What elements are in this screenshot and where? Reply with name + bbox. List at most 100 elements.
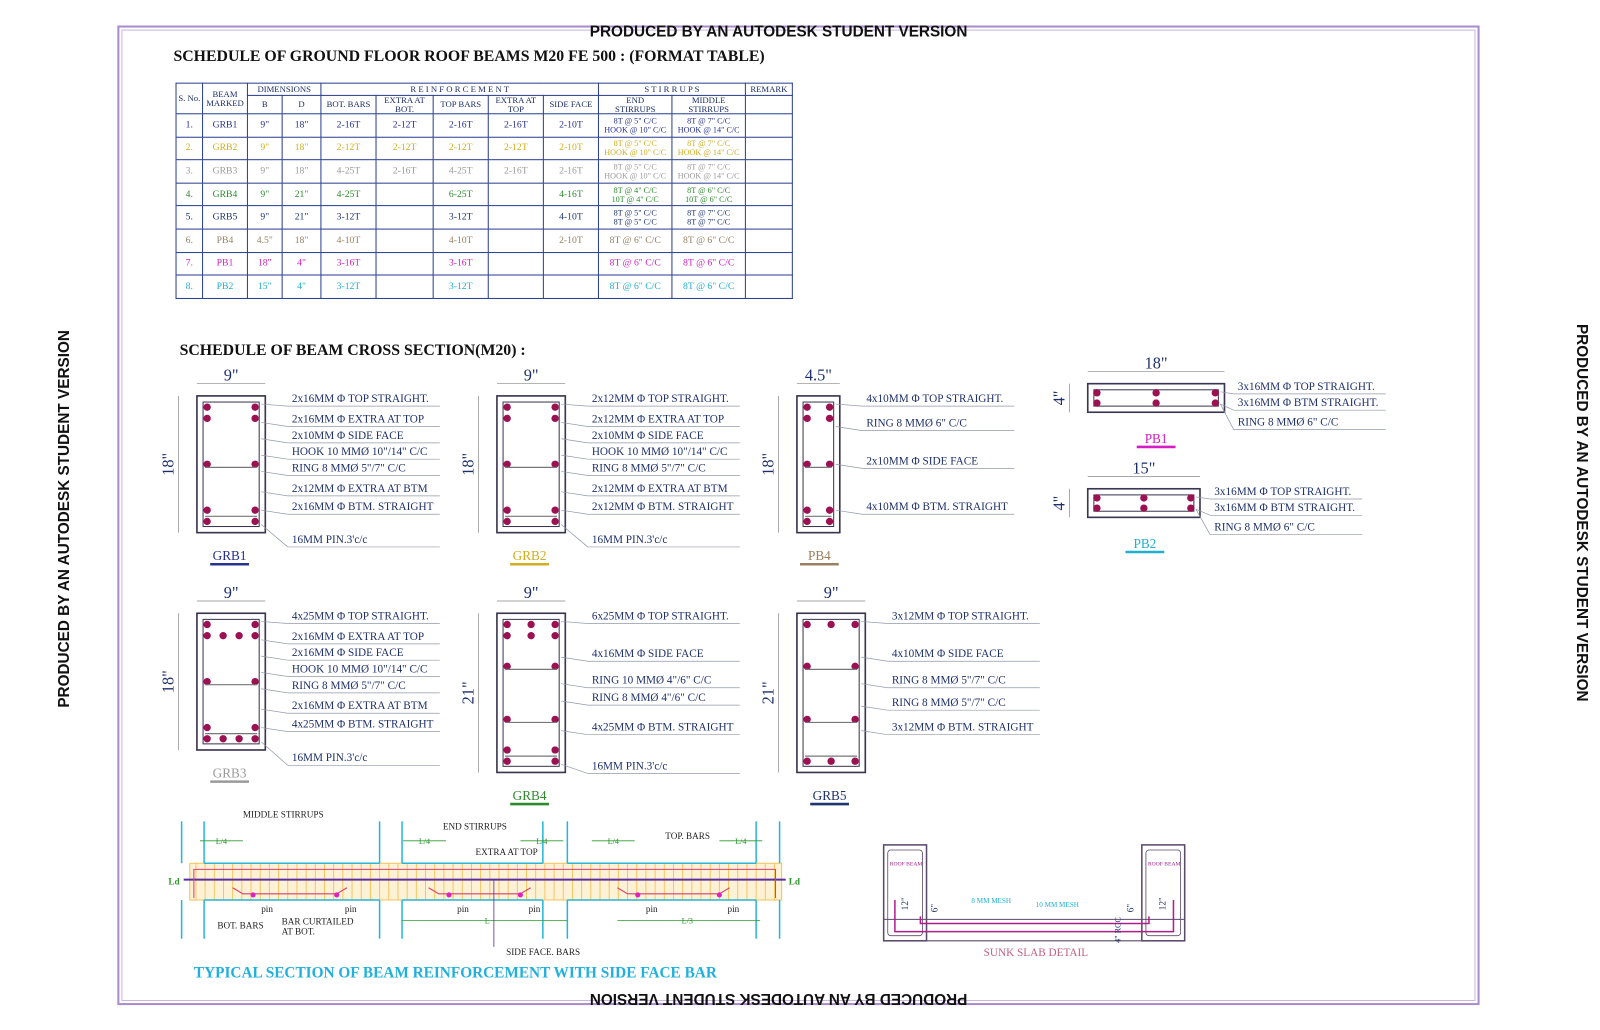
callout-label: 2x12MM Φ EXTRA AT BTM (592, 483, 728, 495)
callout-label: 16MM PIN.3'c/c (292, 752, 368, 764)
callout-label: RING 8 MMØ 5"/7" C/C (892, 697, 1006, 709)
callout-leader (560, 524, 588, 548)
callout-leader (861, 730, 888, 736)
callout-label: 3x16MM Φ BTM STRAIGHT. (1238, 397, 1379, 409)
callout-leader (260, 741, 288, 766)
callout-label: 3x16MM Φ TOP STRAIGHT. (1238, 381, 1375, 393)
rebar-dot (825, 414, 834, 423)
table-cell: GRB1 (202, 113, 248, 138)
sheet-border (117, 25, 1480, 1006)
callout-leader (261, 708, 288, 714)
callout-label: 2x12MM Φ EXTRA AT BTM (292, 483, 428, 495)
callout-label: 3x12MM Φ TOP STRAIGHT. (892, 610, 1029, 622)
mesh-8mm (919, 916, 1150, 925)
extra-at-top-label: EXTRA AT TOP (476, 847, 538, 857)
rebar-dot (527, 632, 535, 640)
callout-label: 16MM PIN.3'c/c (592, 760, 668, 772)
bottom-bar (428, 887, 531, 895)
rebar-dot (203, 632, 211, 640)
callout-label: RING 8 MMØ 5"/7" C/C (292, 680, 406, 692)
right-roof-beam (1141, 844, 1186, 942)
callout-leader (1195, 496, 1211, 500)
callout-leader (260, 524, 288, 548)
rebar-dot (203, 506, 211, 514)
width-dimension: 9" (524, 583, 539, 602)
table-cell: 9" (246, 205, 283, 230)
table-cell: 18" (281, 159, 322, 184)
callout-label: RING 8 MMØ 6" C/C (1214, 522, 1315, 534)
section-label: GRB2 (513, 548, 547, 563)
table-cell: 3-16T (320, 251, 377, 276)
pin-label: pin (345, 904, 357, 914)
rebar-dot (251, 620, 259, 629)
width-dimension: 18" (1145, 353, 1168, 372)
stirrup-outline (202, 401, 260, 528)
table-cell: 3-12T (320, 205, 377, 230)
table-cell: 8T @ 5" C/C HOOK @ 10" C/C (597, 113, 673, 138)
table-cell (542, 251, 599, 276)
beam-outline (196, 395, 267, 534)
callout-label: RING 8 MMØ 6" C/C (866, 418, 967, 430)
table-cell: 4. (175, 182, 204, 207)
bottom-bar (232, 887, 348, 895)
rebar-dot (503, 746, 511, 754)
subheader: EXTRA AT TOP (487, 94, 544, 115)
callout-label: 2x10MM Φ SIDE FACE (592, 430, 704, 442)
middle-stirrups-label: MIDDLE STIRRUPS (243, 809, 324, 819)
callout-leader (261, 438, 288, 444)
table-cell (487, 205, 544, 230)
callout-label: 2x16MM Φ BTM. STRAIGHT (292, 501, 434, 513)
table-cell (744, 274, 793, 299)
callout-label: HOOK 10 MMØ 10"/14" C/C (592, 446, 728, 458)
rebar-dot (803, 460, 811, 468)
pin-dot (517, 892, 523, 898)
table-cell: 4-25T (432, 159, 489, 184)
right-beam-stirrup (1145, 849, 1182, 937)
callout-label: HOOK 10 MMØ 10"/14" C/C (292, 663, 428, 675)
rebar-dot (251, 735, 259, 743)
rebar-dot (203, 735, 211, 743)
rebar-dot (551, 746, 559, 754)
rebar-dot (503, 414, 511, 423)
table-cell: 8T @ 7" C/C 8T @ 7" C/C (671, 205, 746, 230)
rebar-dot (203, 403, 211, 411)
table-cell: 3. (175, 159, 204, 184)
l4-label: L/4 (735, 837, 746, 846)
rebar-dot (251, 403, 259, 411)
rebar-dot (827, 620, 835, 629)
rebar-dot (825, 403, 834, 411)
rebar-dot (1152, 389, 1160, 397)
table-cell: 15" (246, 274, 283, 299)
callout-label: 3x12MM Φ BTM. STRAIGHT (892, 722, 1034, 734)
depth-dimension: 18" (458, 453, 477, 476)
callout-label: 2x10MM Φ SIDE FACE (866, 455, 978, 467)
schedule-title: SCHEDULE OF GROUND FLOOR ROOF BEAMS M20 … (173, 47, 765, 66)
rebar-dot (551, 662, 559, 670)
table-cell: 3-12T (432, 274, 489, 299)
table-cell (375, 274, 434, 299)
table-cell: 6-25T (432, 182, 489, 207)
rebar-dot (235, 735, 243, 743)
callout-leader (261, 454, 288, 460)
callout-label: 4x25MM Φ BTM. STRAIGHT (592, 722, 734, 734)
header-sno: S. No. (175, 82, 204, 115)
callout-label: RING 8 MMØ 5"/7" C/C (592, 462, 706, 474)
callout-leader (561, 491, 588, 497)
column-outline (180, 821, 205, 939)
rebar-dot (803, 506, 811, 514)
depth-dimension: 18" (158, 453, 177, 476)
rebar-dot (503, 757, 511, 765)
callout-leader (1220, 391, 1234, 395)
table-cell: 4" (281, 251, 322, 276)
table-cell (744, 251, 793, 276)
rebar-dot (251, 677, 259, 686)
table-cell: 2-12T (375, 136, 434, 161)
table-cell (375, 251, 434, 276)
callout-leader (561, 763, 588, 774)
callout-label: 2x12MM Φ BTM. STRAIGHT (592, 501, 734, 513)
